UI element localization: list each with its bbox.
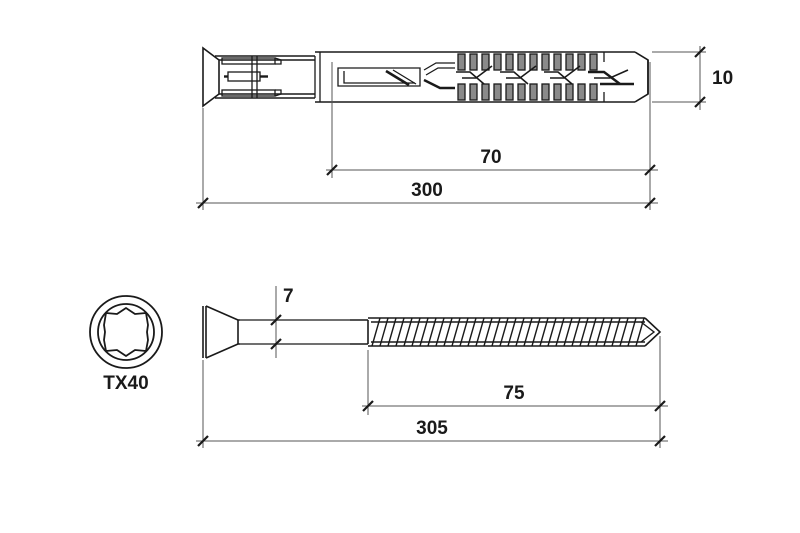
dimension-value-10: 10: [712, 68, 733, 89]
frame-anchor-view: 10 70 300: [196, 45, 733, 210]
dimension-value-300: 300: [411, 180, 443, 201]
anchor-expansion-webs: [456, 65, 634, 86]
dimension-anchor-expansion-length: 70: [325, 147, 658, 177]
dimension-anchor-diameter: 10: [652, 45, 733, 110]
countersunk-screw-view: 7 75 305: [196, 286, 668, 448]
screw-thread: [368, 317, 662, 347]
torx-star-icon: [89, 295, 163, 369]
dimension-screw-thread-length: 75: [361, 383, 668, 413]
dimension-anchor-total-length: 300: [196, 180, 658, 210]
anchor-ribs-top: [457, 53, 598, 71]
anchor-rib-pattern: [456, 52, 634, 102]
anchor-shaft-detail: [314, 52, 321, 102]
dimension-value-70: 70: [480, 147, 501, 168]
torx-drive-detail: TX40: [89, 295, 163, 394]
anchor-body-outline: [202, 46, 649, 108]
anchor-collar-detail: [221, 56, 282, 98]
screw-thread-flanks: [371, 317, 645, 347]
dimension-value-305: 305: [416, 418, 448, 439]
dimension-screw-total-length: 305: [196, 418, 668, 448]
anchor-extension-lines: [202, 62, 651, 210]
torx-size-label: TX40: [103, 373, 148, 394]
anchor-ribs-bottom: [457, 83, 598, 101]
dimension-screw-shank-diameter: 7: [240, 286, 350, 358]
anchor-expansion-interior: [337, 62, 455, 90]
screw-extension-lines: [202, 336, 661, 448]
dimension-value-75: 75: [503, 383, 525, 404]
dimension-value-7: 7: [283, 286, 294, 307]
screw-head: [202, 305, 239, 359]
